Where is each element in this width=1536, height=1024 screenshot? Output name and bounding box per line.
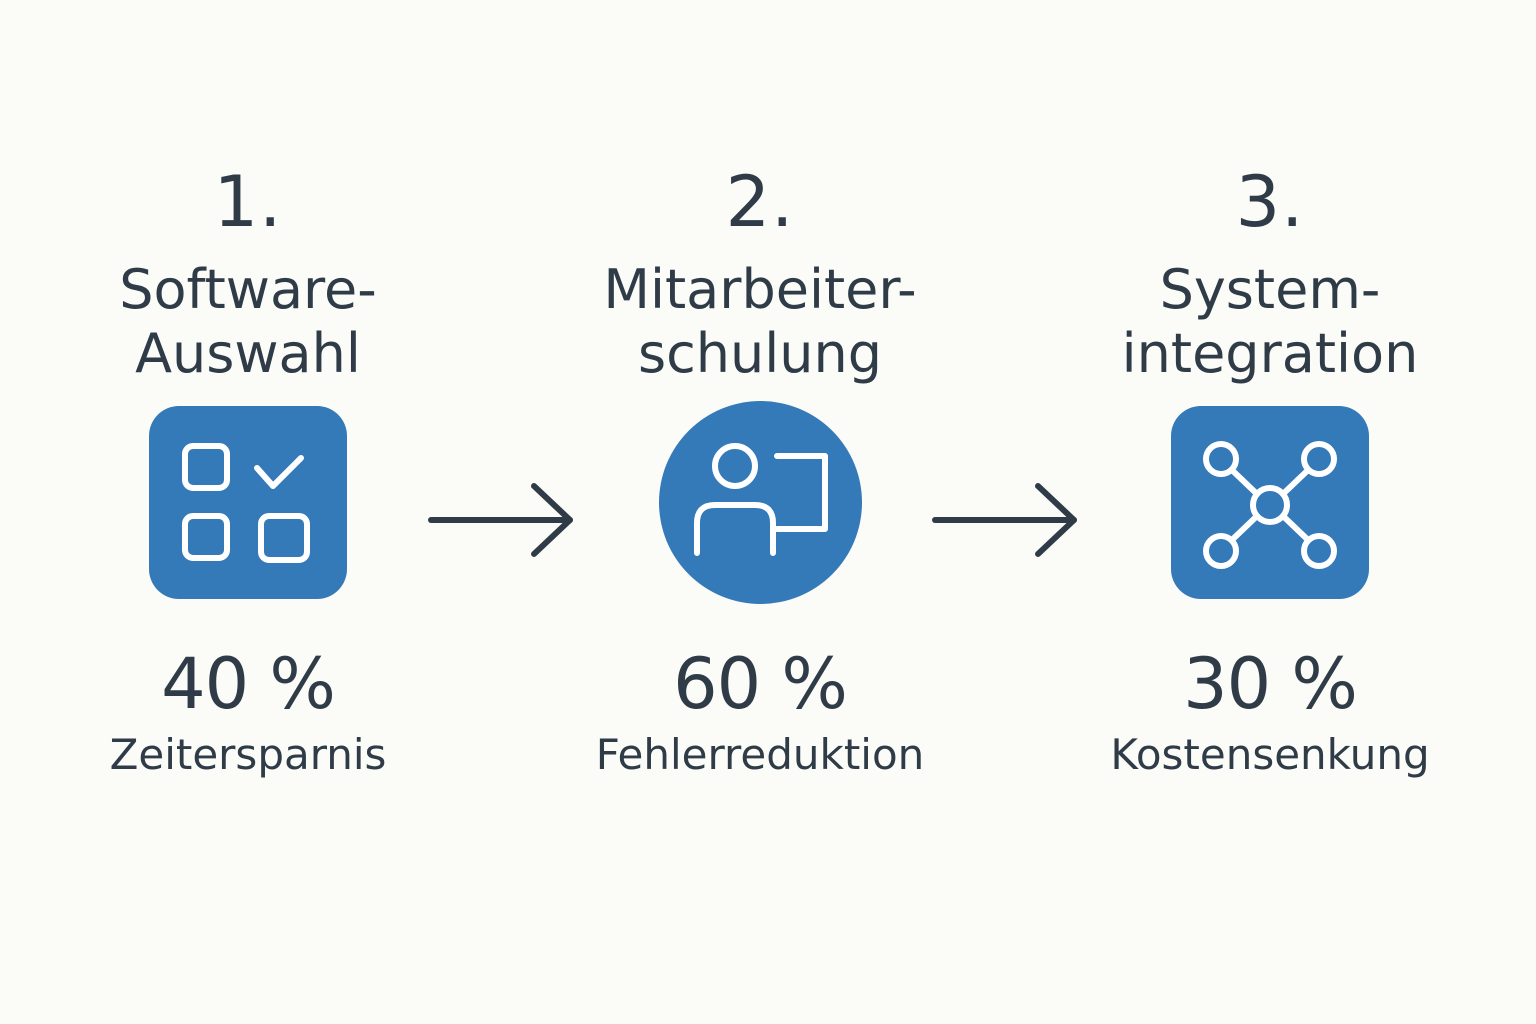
presenter-icon <box>658 401 862 604</box>
arrow-right-icon <box>428 483 573 557</box>
stat-label: Fehlerreduktion <box>595 730 925 779</box>
stat-value: 60 % <box>673 643 848 725</box>
step-title-line-1: System- <box>1159 258 1381 321</box>
network-icon <box>1171 406 1369 599</box>
step-title: System- integration <box>1060 258 1480 386</box>
step-systemintegration: 3. System- integration 30 % Kostens <box>1060 160 1480 782</box>
stat-value: 30 % <box>1183 643 1358 725</box>
step-title-line-2: Auswahl <box>135 322 361 385</box>
step-software-auswahl: 1. Software- Auswahl 40 % Zeitersparnis <box>38 160 458 782</box>
arrow-right-icon <box>932 483 1077 557</box>
step-number: 2. <box>725 161 795 243</box>
step-title: Mitarbeiter- schulung <box>550 258 970 386</box>
step-mitarbeiterschulung: 2. Mitarbeiter- schulung 60 % Fehlerredu… <box>550 160 970 782</box>
step-title: Software- Auswahl <box>38 258 458 386</box>
stat-label: Zeitersparnis <box>109 730 387 779</box>
step-number: 1. <box>213 161 283 243</box>
stat-value: 40 % <box>161 643 336 725</box>
checklist-icon <box>149 406 347 599</box>
stat-label: Kostensenkung <box>1110 730 1430 779</box>
step-title-line-1: Software- <box>119 258 377 321</box>
step-title-line-2: schulung <box>637 322 882 385</box>
step-title-line-2: integration <box>1121 322 1419 385</box>
step-number: 3. <box>1235 161 1305 243</box>
step-title-line-1: Mitarbeiter- <box>603 258 917 321</box>
